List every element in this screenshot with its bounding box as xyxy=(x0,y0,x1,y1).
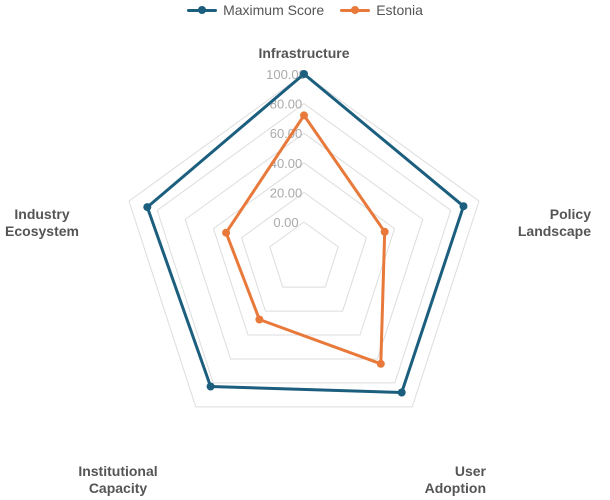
series-1-point-1[interactable] xyxy=(380,227,389,236)
legend-label-estonia: Estonia xyxy=(376,2,423,18)
grid-ring-2 xyxy=(212,162,396,336)
chart-legend: Maximum Score Estonia xyxy=(0,0,610,20)
grid-ring-3 xyxy=(184,132,424,360)
legend-item-maximum-score[interactable]: Maximum Score xyxy=(187,2,324,18)
legend-swatch-maximum-score xyxy=(187,4,218,16)
series-1-point-3[interactable] xyxy=(255,315,264,324)
series-0-point-4[interactable] xyxy=(143,203,152,212)
tick-label-4: 80.00 xyxy=(270,97,303,112)
tick-label-3: 60.00 xyxy=(270,126,303,141)
series-line-0 xyxy=(145,72,465,394)
legend-label-maximum-score: Maximum Score xyxy=(223,2,325,18)
series-0-point-1[interactable] xyxy=(459,202,468,211)
axis-label-0: Infrastructure xyxy=(258,45,349,61)
grid-ring-1 xyxy=(241,191,367,312)
series-line-1 xyxy=(224,113,387,366)
series-1 xyxy=(222,111,389,368)
series-0-point-0[interactable] xyxy=(300,70,308,78)
tick-label-2: 40.00 xyxy=(270,156,303,171)
series-1-point-2[interactable] xyxy=(376,359,385,368)
series-1-point-4[interactable] xyxy=(222,228,231,237)
legend-item-estonia[interactable]: Estonia xyxy=(340,2,423,18)
series-0-point-3[interactable] xyxy=(206,382,215,391)
tick-label-1: 20.00 xyxy=(270,185,303,200)
grid-layer xyxy=(128,73,480,408)
tick-layer: 0.00 20.00 40.00 60.00 80.00 100.00 xyxy=(266,67,306,230)
grid-ring-4 xyxy=(156,102,452,384)
series-0-point-2[interactable] xyxy=(397,388,406,397)
tick-label-0: 0.00 xyxy=(273,215,298,230)
grid-ring-0 xyxy=(269,221,339,288)
legend-swatch-estonia xyxy=(340,4,371,16)
tick-label-5: 100.00 xyxy=(266,67,306,82)
series-layer xyxy=(143,70,468,397)
series-0 xyxy=(143,70,468,397)
series-1-point-0[interactable] xyxy=(300,111,308,120)
grid-ring-5 xyxy=(128,73,480,408)
